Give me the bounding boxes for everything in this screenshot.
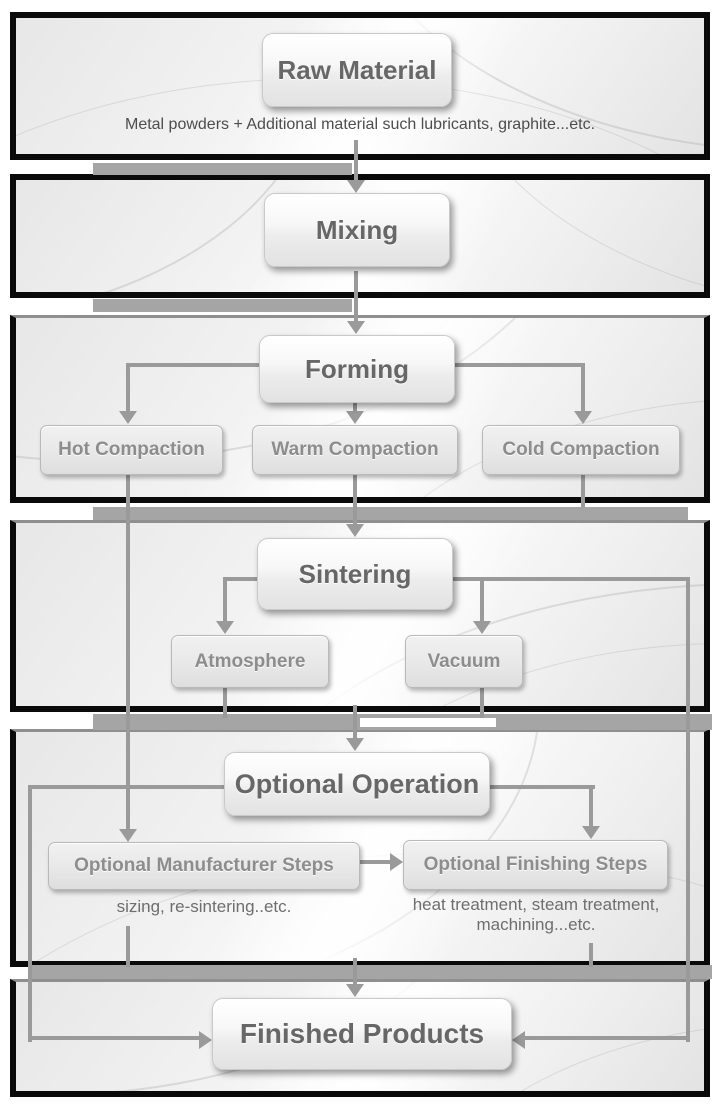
arrowhead-into-finishing-left: [390, 853, 403, 871]
connector-sizing-drop: [126, 926, 130, 967]
connector-left-rail: [28, 785, 32, 1042]
connector-forming-left-drop: [126, 363, 130, 412]
arrowhead-into-vacuum: [473, 621, 491, 634]
arrowhead-into-finished-products: [346, 984, 364, 997]
shadow-bar: [93, 507, 688, 520]
shadow-bar: [93, 163, 352, 175]
connector-vacuum-drop: [480, 688, 484, 718]
connector-machining-drop: [589, 943, 593, 967]
connector-atmosphere-drop: [223, 688, 227, 718]
connector-optional-right-drop: [589, 785, 593, 827]
connector-into-finished-products: [353, 958, 357, 985]
arrowhead-into-sintering: [346, 524, 364, 537]
node-forming: Forming: [259, 335, 455, 403]
arrowhead-into-cold-compaction: [574, 411, 592, 424]
connector-sintering-left-drop: [223, 577, 227, 622]
connector-manufacturer-to-finishing: [360, 860, 391, 864]
connector-sintering-right: [451, 577, 690, 581]
node-hot-compaction: Hot Compaction: [40, 425, 223, 475]
node-raw-material: Raw Material: [262, 33, 452, 107]
node-mixing: Mixing: [264, 193, 450, 267]
node-optional-operation: Optional Operation: [224, 752, 490, 816]
shadow-bar: [29, 965, 712, 979]
shadow-bar-gap: [360, 718, 496, 727]
node-sintering: Sintering: [257, 538, 453, 610]
connector-left-rail-into-finished: [30, 1036, 200, 1040]
connector-forming-right: [453, 363, 585, 367]
arrowhead-into-finished-right: [512, 1031, 525, 1049]
node-optional-finishing-steps: Optional Finishing Steps: [403, 840, 668, 890]
node-vacuum: Vacuum: [405, 635, 523, 688]
finishing-steps-caption: heat treatment, steam treatment, machini…: [412, 895, 660, 935]
connector-mixing-to-forming: [354, 271, 358, 322]
connector-optional-left: [30, 785, 227, 789]
arrowhead-into-finished-left: [199, 1031, 212, 1049]
arrowhead-into-hot-compaction: [119, 411, 137, 424]
arrowhead-into-mixing: [347, 180, 365, 193]
connector-forming-right-drop: [581, 363, 585, 412]
connector-optional-right: [488, 785, 595, 789]
connector-right-rail-into-finished: [524, 1036, 688, 1040]
node-cold-compaction: Cold Compaction: [482, 425, 680, 475]
decorative-arc: [436, 180, 704, 292]
manufacturer-steps-caption: sizing, re-sintering..etc.: [116, 897, 292, 916]
connector-cold-drop: [581, 475, 585, 507]
arrowhead-into-atmosphere: [216, 621, 234, 634]
node-optional-manufacturer-steps: Optional Manufacturer Steps: [48, 842, 360, 890]
connector-raw-to-mixing: [354, 140, 358, 181]
connector-right-rail: [686, 577, 690, 1042]
connector-hot-to-manufacturer-steps: [126, 475, 130, 829]
raw-material-caption: Metal powders + Additional material such…: [124, 116, 596, 133]
shadow-bar: [93, 299, 352, 312]
arrowhead-into-manufacturer-steps: [119, 829, 137, 842]
arrowhead-into-finishing-steps: [582, 826, 600, 839]
node-atmosphere: Atmosphere: [171, 635, 329, 688]
connector-sintering-right-drop: [480, 577, 484, 622]
connector-into-optional-operation: [353, 705, 357, 739]
node-warm-compaction: Warm Compaction: [252, 425, 458, 475]
arrowhead-into-warm-compaction: [346, 411, 364, 424]
arrowhead-into-optional-operation: [346, 738, 364, 751]
node-finished-products: Finished Products: [212, 998, 512, 1070]
connector-sintering-left: [223, 577, 259, 581]
connector-warm-to-sintering: [353, 475, 357, 525]
connector-forming-left: [128, 363, 261, 367]
arrowhead-into-forming: [347, 321, 365, 334]
